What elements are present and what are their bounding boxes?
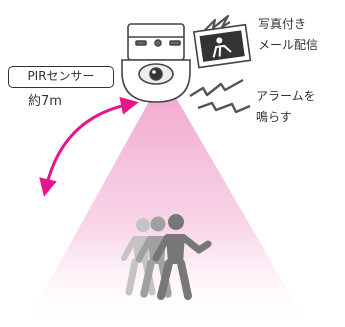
- alarm-label-line2: 鳴らす: [256, 110, 292, 124]
- photo-mail-label-line2: メール配信: [258, 38, 319, 52]
- walking-person-icon: [121, 214, 212, 300]
- alarm-wave-icon: [189, 78, 251, 114]
- double-arrow-icon: [39, 97, 139, 197]
- detection-area: [28, 96, 305, 320]
- distance-label: 約7m: [28, 94, 62, 109]
- photo-mail-label-line1: 写真付き: [258, 17, 307, 31]
- dome-camera-icon: [121, 23, 191, 103]
- lightning-icon: [201, 14, 231, 34]
- photo-icon: [192, 23, 252, 69]
- alarm-label-line1: アラームを: [256, 89, 316, 103]
- pir-sensor-label: PIRセンサー: [8, 66, 114, 88]
